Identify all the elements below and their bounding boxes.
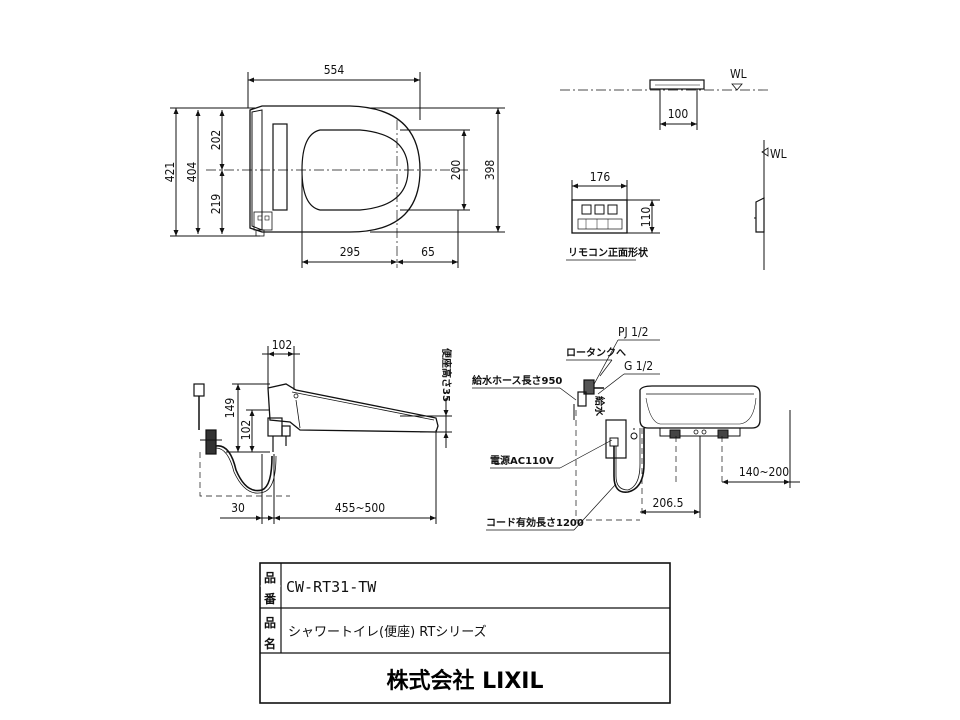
name-key-1: 品 [264,616,276,630]
dim-140-200: 140~200 [739,465,789,479]
dim-30: 30 [231,501,245,515]
dim-149: 149 [223,398,237,419]
dim-102-v: 102 [239,420,253,441]
hose-label: 給水ホース長さ950 [472,374,562,387]
code-key-2: 番 [263,591,277,606]
seat-height-label: 便座高さ35 [440,348,453,402]
seat-side-profile [267,383,439,433]
control-panel [272,123,288,211]
dim-398: 398 [483,160,497,181]
piping-view: PJ 1/2 ロータンクへ G 1/2 給水ホース長さ950 給水 電源AC11… [472,325,800,531]
lid-outline [301,129,409,211]
dim-100: 100 [668,107,689,121]
low-tank-label: ロータンクへ [566,347,626,359]
wl-label-1: WL [730,67,747,81]
dim-176: 176 [590,170,611,184]
name-key-2: 名 [264,636,276,651]
power-label: 電源AC110V [490,454,554,467]
dim-295: 295 [340,245,361,259]
dim-421: 421 [163,162,177,183]
product-name: シャワートイレ(便座) RTシリーズ [288,624,487,640]
dim-200: 200 [449,160,463,181]
dim-202: 202 [209,130,223,151]
dim-219: 219 [209,194,223,215]
cord-label: コード有効長さ1200 [486,516,584,529]
wl-label-2: WL [770,147,787,161]
remote-front-view: 176 110 リモコン正面形状 [566,170,660,261]
remote-body [571,199,628,234]
pj-label: PJ 1/2 [618,325,649,339]
dim-554: 554 [324,63,345,77]
remote-caption: リモコン正面形状 [568,246,649,259]
side-view: 102 149 102 便座高さ35 [193,338,453,524]
maker-name: 株式会社 LIXIL [386,668,543,694]
top-view: 554 421 404 202 219 200 [163,63,505,268]
title-block: 品 番 CW-RT31-TW 品 名 シャワートイレ(便座) RTシリーズ 株式… [259,562,671,704]
wall-bracket-view: 100 WL [560,67,770,130]
dim-102-top: 102 [272,338,293,352]
dim-404: 404 [185,162,199,183]
product-code: CW-RT31-TW [286,578,377,596]
code-key-1: 品 [264,571,276,585]
dim-455-500: 455~500 [335,501,385,515]
dim-65: 65 [421,245,435,259]
g12-label: G 1/2 [624,359,653,373]
water-supply-label: 給水 [593,396,606,417]
dim-110: 110 [639,207,653,228]
remote-side-view: WL [754,140,787,270]
seat-outline [249,105,421,233]
seat-rear-body [639,385,761,429]
dim-206-5: 206.5 [653,496,684,510]
